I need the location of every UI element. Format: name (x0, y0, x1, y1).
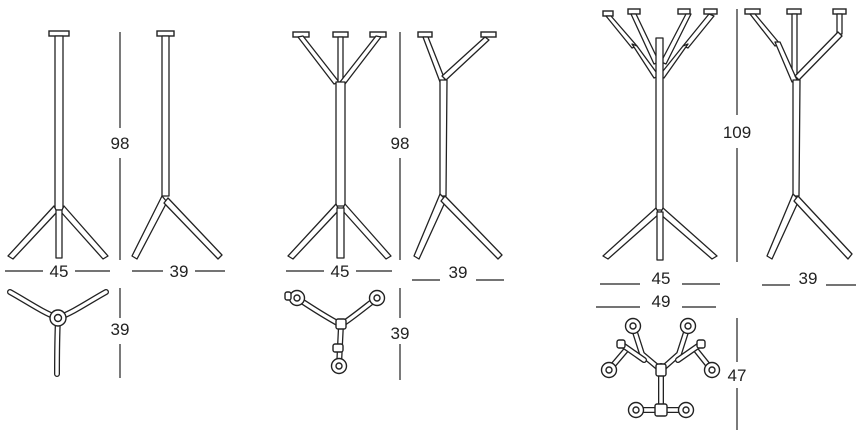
model-2-top-view (284, 289, 386, 375)
model-3-front-view (602, 8, 718, 261)
model-3: 109 45 39 49 (596, 8, 856, 430)
model-2-height-label: 98 (391, 134, 410, 153)
model-1-front-view (7, 30, 109, 260)
model-3-height-label: 109 (723, 123, 751, 142)
model-2-front-view (287, 31, 392, 260)
model-3-base-width-label: 49 (652, 292, 671, 311)
model-2: 98 45 39 39 (284, 31, 504, 380)
model-1-front-width-label: 45 (50, 262, 69, 281)
model-3-side-width-label: 39 (799, 269, 818, 288)
model-1-base-depth-label: 39 (111, 320, 130, 339)
model-3-top-view (600, 317, 721, 419)
model-1-side-view (131, 30, 223, 260)
model-2-base-depth-label: 39 (391, 324, 410, 343)
model-1-side-width-label: 39 (170, 262, 189, 281)
model-3-front-width-label: 45 (652, 269, 671, 288)
model-1-height-label: 98 (111, 134, 130, 153)
model-2-front-width-label: 45 (331, 262, 350, 281)
model-2-side-width-label: 39 (449, 263, 468, 282)
model-3-base-depth-label: 47 (728, 366, 747, 385)
model-1: 98 45 39 39 (5, 30, 225, 378)
model-3-side-view (744, 8, 853, 260)
model-2-side-view (413, 31, 503, 260)
model-1-top-view (7, 289, 109, 377)
